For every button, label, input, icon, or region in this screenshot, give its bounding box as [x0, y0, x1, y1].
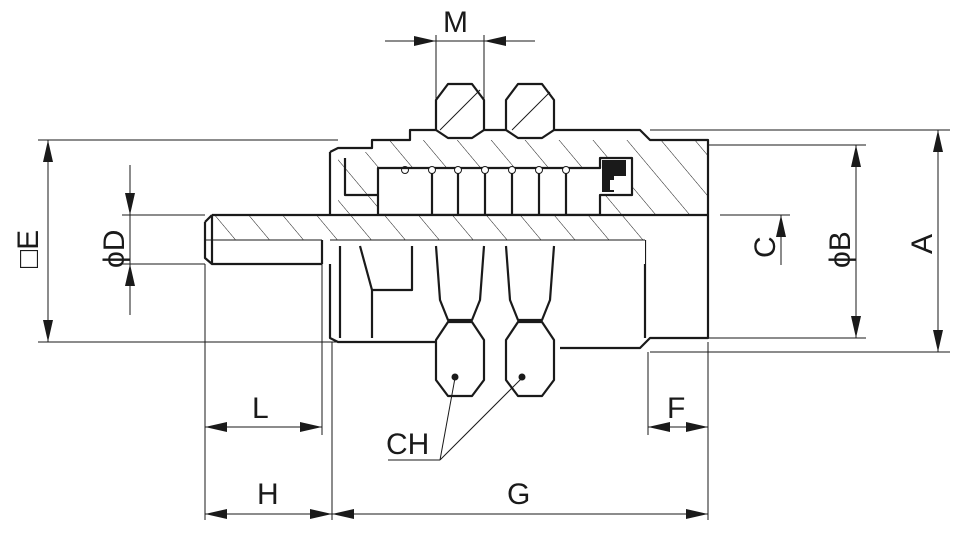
dimension-labels: M □E ϕD C ϕB A L H G F CH [12, 6, 939, 511]
housing-lower [338, 245, 414, 338]
label-f: F [667, 392, 685, 425]
label-c: C [749, 236, 782, 258]
label-h: H [257, 478, 279, 511]
bolt-lower-right [504, 245, 556, 398]
label-m: M [443, 6, 468, 39]
seal-ring [602, 160, 626, 192]
bolt-upper-right [504, 82, 556, 140]
shaft [203, 213, 645, 266]
bolt-upper-left [434, 82, 486, 140]
label-ch: CH [386, 428, 429, 461]
label-b: ϕB [824, 231, 857, 268]
dimension-lines [38, 35, 950, 520]
label-d: ϕD [98, 230, 131, 268]
label-a: A [906, 234, 939, 254]
spring [401, 166, 570, 215]
label-g: G [507, 478, 530, 511]
arrowheads [43, 36, 943, 519]
bolt-lower-left [434, 245, 486, 398]
label-e: □E [12, 230, 45, 268]
label-l: L [252, 392, 269, 425]
